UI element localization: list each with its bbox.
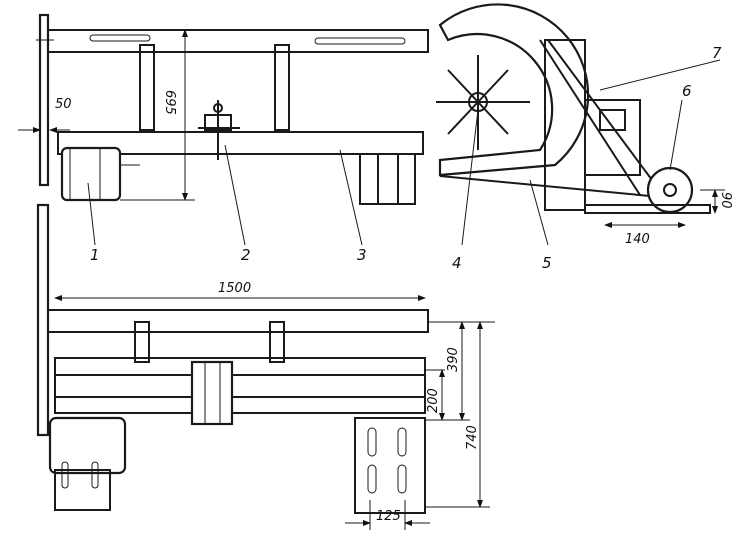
callout-2: 2 [241, 246, 251, 264]
hood-4 [438, 3, 590, 177]
motor-plan [48, 416, 127, 475]
dim-200: 200 [426, 388, 441, 413]
callout-7: 7 [712, 44, 722, 62]
dim-50: 50 [55, 97, 72, 112]
dim-1500: 1500 [218, 281, 251, 296]
callout-4: 4 [452, 254, 462, 272]
base-plate [354, 417, 426, 514]
dim-125: 125 [376, 509, 401, 524]
callout-5: 5 [542, 254, 552, 272]
upper-beam [47, 29, 429, 53]
vertical-post [38, 13, 50, 187]
lower-rail [54, 357, 426, 414]
dim-390: 390 [446, 347, 461, 372]
motor-1 [60, 146, 122, 202]
callout-1: 1 [90, 246, 100, 264]
dim-695: 695 [162, 90, 177, 115]
clamp-2 [198, 100, 240, 160]
carriage [190, 360, 234, 426]
lower-beam [57, 131, 424, 155]
upper-rail [47, 309, 429, 333]
dim-140: 140 [625, 232, 650, 247]
plan-view: 1500 200 390 740 125 [36, 203, 495, 530]
callout-6: 6 [682, 82, 692, 100]
dim-740: 740 [465, 425, 480, 450]
side-view: 50 695 1 2 3 [18, 13, 429, 264]
callout-3: 3 [357, 246, 367, 264]
dim-90: 90 [718, 192, 733, 209]
end-view: 140 90 4 5 6 7 [436, 3, 733, 272]
post-plan [36, 203, 50, 437]
